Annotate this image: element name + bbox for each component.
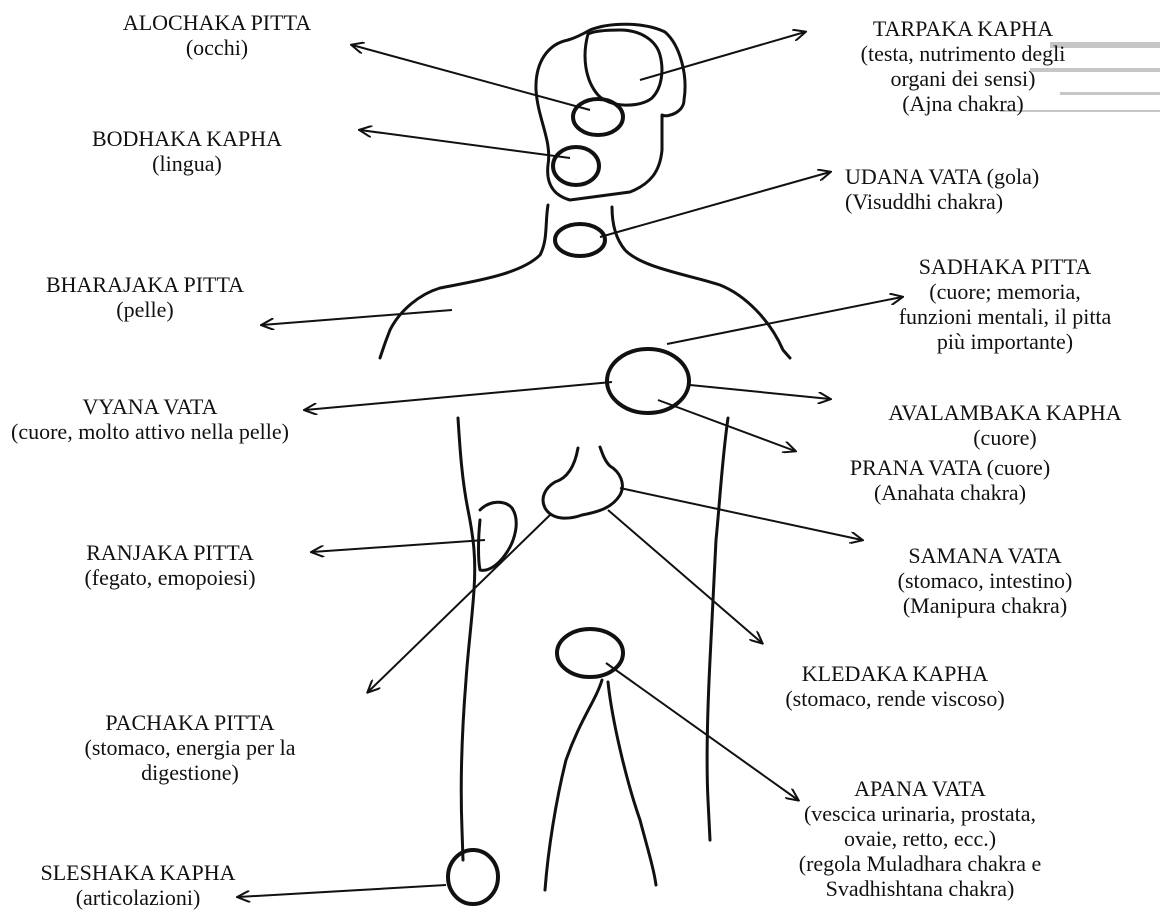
right-leg [608, 682, 656, 885]
label-name: RANJAKA PITTA [40, 540, 300, 565]
label-sleshaka-kapha: SLESHAKA KAPHA (articolazioni) [8, 860, 268, 910]
label-name: BHARAJAKA PITTA [15, 272, 275, 297]
label-desc: più importante) [860, 329, 1150, 354]
label-sadhaka-pitta: SADHAKA PITTA (cuore; memoria, funzioni … [860, 254, 1150, 354]
arrow-prana [658, 400, 795, 451]
label-samana-vata: SAMANA VATA (stomaco, intestino) (Manipu… [845, 543, 1125, 618]
label-desc: organi dei sensi) [818, 66, 1108, 91]
label-desc: (cuore, molto attivo nella pelle) [0, 419, 300, 444]
right-shoulder [612, 207, 790, 358]
label-kledaka-kapha: KLEDAKA KAPHA (stomaco, rende viscoso) [735, 661, 1055, 711]
label-desc: (stomaco, rende viscoso) [735, 686, 1055, 711]
knee-circle [448, 850, 498, 904]
left-side [458, 418, 475, 860]
label-desc: (occhi) [92, 35, 342, 60]
label-tarpaka-kapha: TARPAKA KAPHA (testa, nutrimento degli o… [818, 16, 1108, 116]
label-bodhaka-kapha: BODHAKA KAPHA (lingua) [62, 126, 312, 176]
label-name: SLESHAKA KAPHA [8, 860, 268, 885]
stomach-outline [543, 447, 622, 518]
label-desc: digestione) [40, 760, 340, 785]
arrow-tarpaka [640, 32, 805, 80]
label-vyana-vata: VYANA VATA (cuore, molto attivo nella pe… [0, 394, 300, 444]
label-apana-vata: APANA VATA (vescica urinaria, prostata, … [770, 776, 1070, 901]
label-name: APANA VATA [770, 776, 1070, 801]
label-desc: (fegato, emopoiesi) [40, 565, 300, 590]
label-name: VYANA VATA [0, 394, 300, 419]
label-desc: (cuore) [850, 425, 1160, 450]
label-name: SADHAKA PITTA [860, 254, 1150, 279]
arrow-avalambaka [690, 385, 830, 399]
label-desc: ovaie, retto, ecc.) [770, 826, 1070, 851]
label-desc: (vescica urinaria, prostata, [770, 801, 1070, 826]
arrow-bodhaka [360, 130, 570, 158]
left-shoulder [380, 205, 548, 358]
arrow-sleshaka [238, 885, 446, 897]
label-desc: (regola Muladhara chakra e [770, 851, 1070, 876]
brain-outline [585, 30, 662, 105]
label-desc: Svadhishtana chakra) [770, 876, 1070, 901]
left-leg [545, 680, 602, 890]
label-name: KLEDAKA KAPHA [735, 661, 1055, 686]
arrow-bharajaka [262, 310, 452, 325]
right-side [707, 418, 728, 840]
label-desc: (Ajna chakra) [818, 91, 1108, 116]
head-outline [536, 24, 685, 200]
arrow-udana [600, 172, 830, 237]
label-alochaka-pitta: ALOCHAKA PITTA (occhi) [92, 10, 342, 60]
label-udana-vata: UDANA VATA (gola) (Visuddhi chakra) [845, 164, 1125, 214]
label-desc: (Manipura chakra) [845, 593, 1125, 618]
label-name: AVALAMBAKA KAPHA [850, 400, 1160, 425]
label-desc: funzioni mentali, il pitta [860, 304, 1150, 329]
label-bharajaka-pitta: BHARAJAKA PITTA (pelle) [15, 272, 275, 322]
label-desc: (Anahata chakra) [800, 480, 1100, 505]
label-desc: (pelle) [15, 297, 275, 322]
throat-circle [555, 224, 605, 256]
body-silhouette [380, 24, 790, 890]
eye-circle [573, 99, 623, 135]
label-prana-vata: PRANA VATA (cuore) (Anahata chakra) [800, 455, 1100, 505]
label-desc: (cuore; memoria, [860, 279, 1150, 304]
chakra-circles [448, 99, 689, 904]
label-ranjaka-pitta: RANJAKA PITTA (fegato, emopoiesi) [40, 540, 300, 590]
heart-circle [607, 349, 689, 413]
pelvis-circle [557, 629, 623, 677]
label-name: BODHAKA KAPHA [62, 126, 312, 151]
label-pachaka-pitta: PACHAKA PITTA (stomaco, energia per la d… [40, 710, 340, 785]
label-name: SAMANA VATA [845, 543, 1125, 568]
label-desc: (lingua) [62, 151, 312, 176]
label-avalambaka-kapha: AVALAMBAKA KAPHA (cuore) [850, 400, 1160, 450]
arrow-alochaka [352, 45, 590, 110]
label-name: PRANA VATA (cuore) [800, 455, 1100, 480]
arrow-vyana [305, 382, 612, 410]
liver-outline [479, 502, 517, 570]
label-desc: (articolazioni) [8, 885, 268, 910]
label-desc: (stomaco, energia per la [40, 735, 340, 760]
label-desc: (Visuddhi chakra) [845, 189, 1125, 214]
tongue-circle [553, 147, 599, 185]
label-name: ALOCHAKA PITTA [92, 10, 342, 35]
label-name: UDANA VATA (gola) [845, 164, 1125, 189]
arrow-kledaka [608, 510, 762, 643]
label-desc: (testa, nutrimento degli [818, 41, 1108, 66]
label-desc: (stomaco, intestino) [845, 568, 1125, 593]
arrow-ranjaka [312, 540, 485, 552]
label-name: PACHAKA PITTA [40, 710, 340, 735]
label-name: TARPAKA KAPHA [818, 16, 1108, 41]
